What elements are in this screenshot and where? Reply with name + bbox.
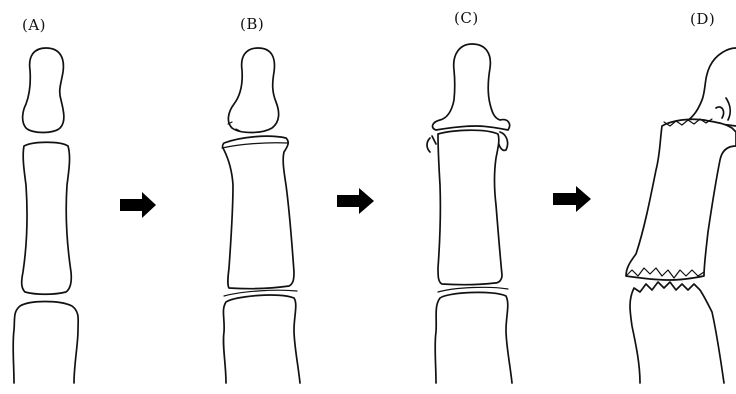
panel-b-label: (B): [240, 15, 264, 33]
panel-d-distal-phalanx: [686, 48, 736, 126]
panel-d-middle-phalanx: [626, 119, 736, 280]
panel-d-label: (D): [690, 10, 715, 28]
panel-a-distal-phalanx: [23, 48, 64, 133]
arrow-c-to-d: [553, 186, 591, 212]
panel-a-middle-phalanx: [22, 142, 72, 294]
panel-c-right-osteophyte: [498, 132, 508, 150]
panel-c-distal-phalanx: [433, 44, 510, 130]
panel-a-label: (A): [22, 16, 46, 34]
panel-a: (A): [13, 16, 78, 383]
panel-c-middle-phalanx: [438, 130, 502, 284]
right-arrow-icon: [120, 192, 156, 218]
arrow-a-to-b: [120, 192, 156, 218]
panel-d: (D): [626, 10, 736, 383]
panel-b-distal-phalanx: [228, 48, 278, 133]
panel-b-middle-phalanx: [223, 136, 295, 288]
panel-b-proximal-phalanx: [223, 295, 300, 383]
panel-a-proximal-phalanx: [13, 302, 78, 384]
panel-c-label: (C): [454, 9, 479, 27]
panel-c-left-osteophyte: [427, 136, 436, 152]
panel-c-joint-line: [438, 287, 508, 292]
right-arrow-icon: [337, 188, 374, 214]
panel-c: (C): [427, 9, 512, 383]
right-arrow-icon: [553, 186, 591, 212]
arrow-b-to-c: [337, 188, 374, 214]
panel-d-proximal-phalanx: [630, 282, 724, 383]
panel-c-proximal-phalanx: [435, 292, 512, 383]
panel-b: (B): [222, 15, 300, 383]
